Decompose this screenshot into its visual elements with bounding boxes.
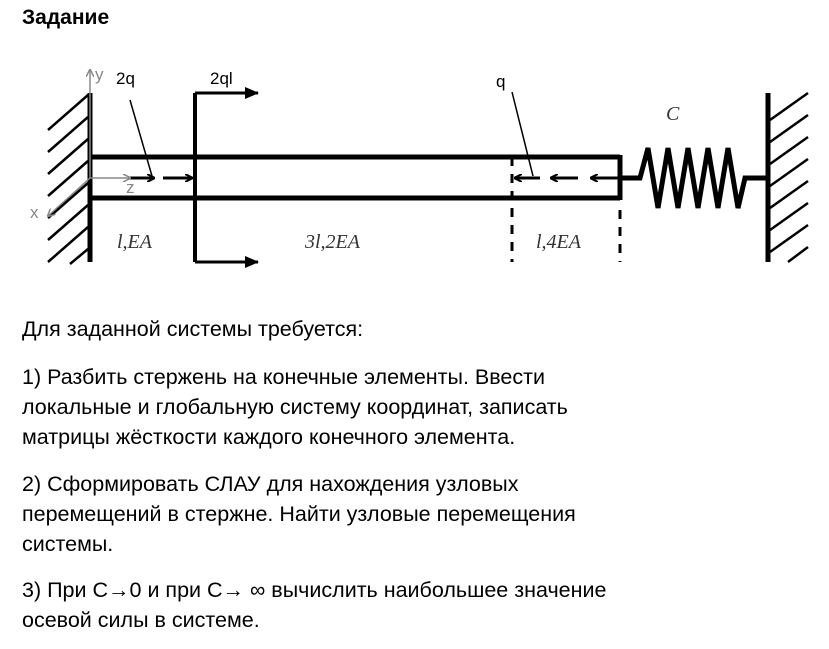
left-wall-support (47, 93, 93, 265)
task-1-line: 1) Разбить стержень на конечные элементы… (22, 365, 545, 389)
right-wall-support (765, 91, 809, 263)
axis-z-label: z (126, 178, 135, 197)
force-2ql-arrows (195, 87, 259, 268)
task-3: 3) При С→0 и при С→ ∞ вычислить наибольш… (22, 575, 606, 635)
task-2-line: перемещений в стержне. Найти узловые пер… (22, 502, 576, 526)
task-2-line: системы. (22, 532, 114, 556)
segment-boundaries (510, 157, 622, 262)
spring (620, 147, 768, 209)
coordinate-axes (48, 70, 130, 216)
load-2ql-label: 2ql (210, 69, 233, 88)
segment-3-label: l,4EA (536, 231, 582, 253)
rod-diagram: y z x 2q 2ql q C l,EA 3l,2EA l,4EA (30, 65, 809, 268)
task-1-line: локальные и глобальную систему координат… (22, 395, 568, 419)
load-q-label: q (496, 72, 505, 91)
axis-x-label: x (30, 203, 39, 222)
page-title: Задание (22, 6, 110, 29)
spring-label: C (666, 103, 680, 125)
task-2: 2) Сформировать СЛАУ для нахождения узло… (22, 469, 576, 559)
task-3-line: осевой силы в системе. (22, 608, 260, 632)
load-2q-label: 2q (116, 69, 135, 88)
segment-1-label: l,EA (117, 231, 153, 253)
task-1-line: матрицы жёсткости каждого конечного элем… (22, 425, 516, 449)
task-1: 1) Разбить стержень на конечные элементы… (22, 362, 568, 452)
task-2-line: 2) Сформировать СЛАУ для нахождения узло… (22, 472, 519, 496)
distributed-load-q (511, 91, 618, 178)
distributed-load-2q (128, 99, 192, 178)
intro-text: Для заданной системы требуется: (22, 317, 364, 341)
segment-2-label: 3l,2EA (304, 231, 361, 253)
task-3-line: 3) При С→0 и при С→ ∞ вычислить наибольш… (22, 578, 607, 602)
axis-y-label: y (95, 65, 104, 84)
